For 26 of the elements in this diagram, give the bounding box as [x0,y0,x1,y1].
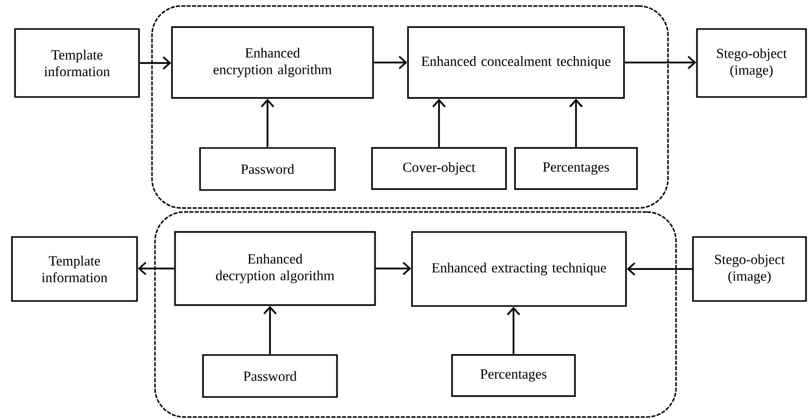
process-box: Password [199,147,336,191]
arrow [138,262,174,276]
process-box: Password [202,354,338,398]
arrow [374,56,408,70]
arrow [569,98,583,148]
process-box: Enhanced extracting technique [411,231,627,307]
arrow [263,306,277,354]
process-box: Enhanced concealment technique [407,26,625,99]
arrow [506,306,520,354]
process-box: Cover-object [371,147,507,190]
process-box: Template information [11,236,138,302]
process-box: Template information [14,28,140,98]
process-box: Percentages [514,147,638,190]
process-box: Enhanced encryption algorithm [171,26,374,99]
arrow [260,98,274,148]
arrow [376,262,412,276]
group-frame [151,5,669,209]
arrow [140,56,172,70]
process-box: Enhanced decryption algorithm [174,231,376,306]
process-box: Percentages [451,354,576,397]
arrow [624,56,696,70]
process-box: Stego-object (image) [692,236,807,302]
arrow [626,262,692,276]
process-box: Stego-object (image) [696,28,807,98]
group-frame [154,211,677,418]
arrow [432,98,446,148]
